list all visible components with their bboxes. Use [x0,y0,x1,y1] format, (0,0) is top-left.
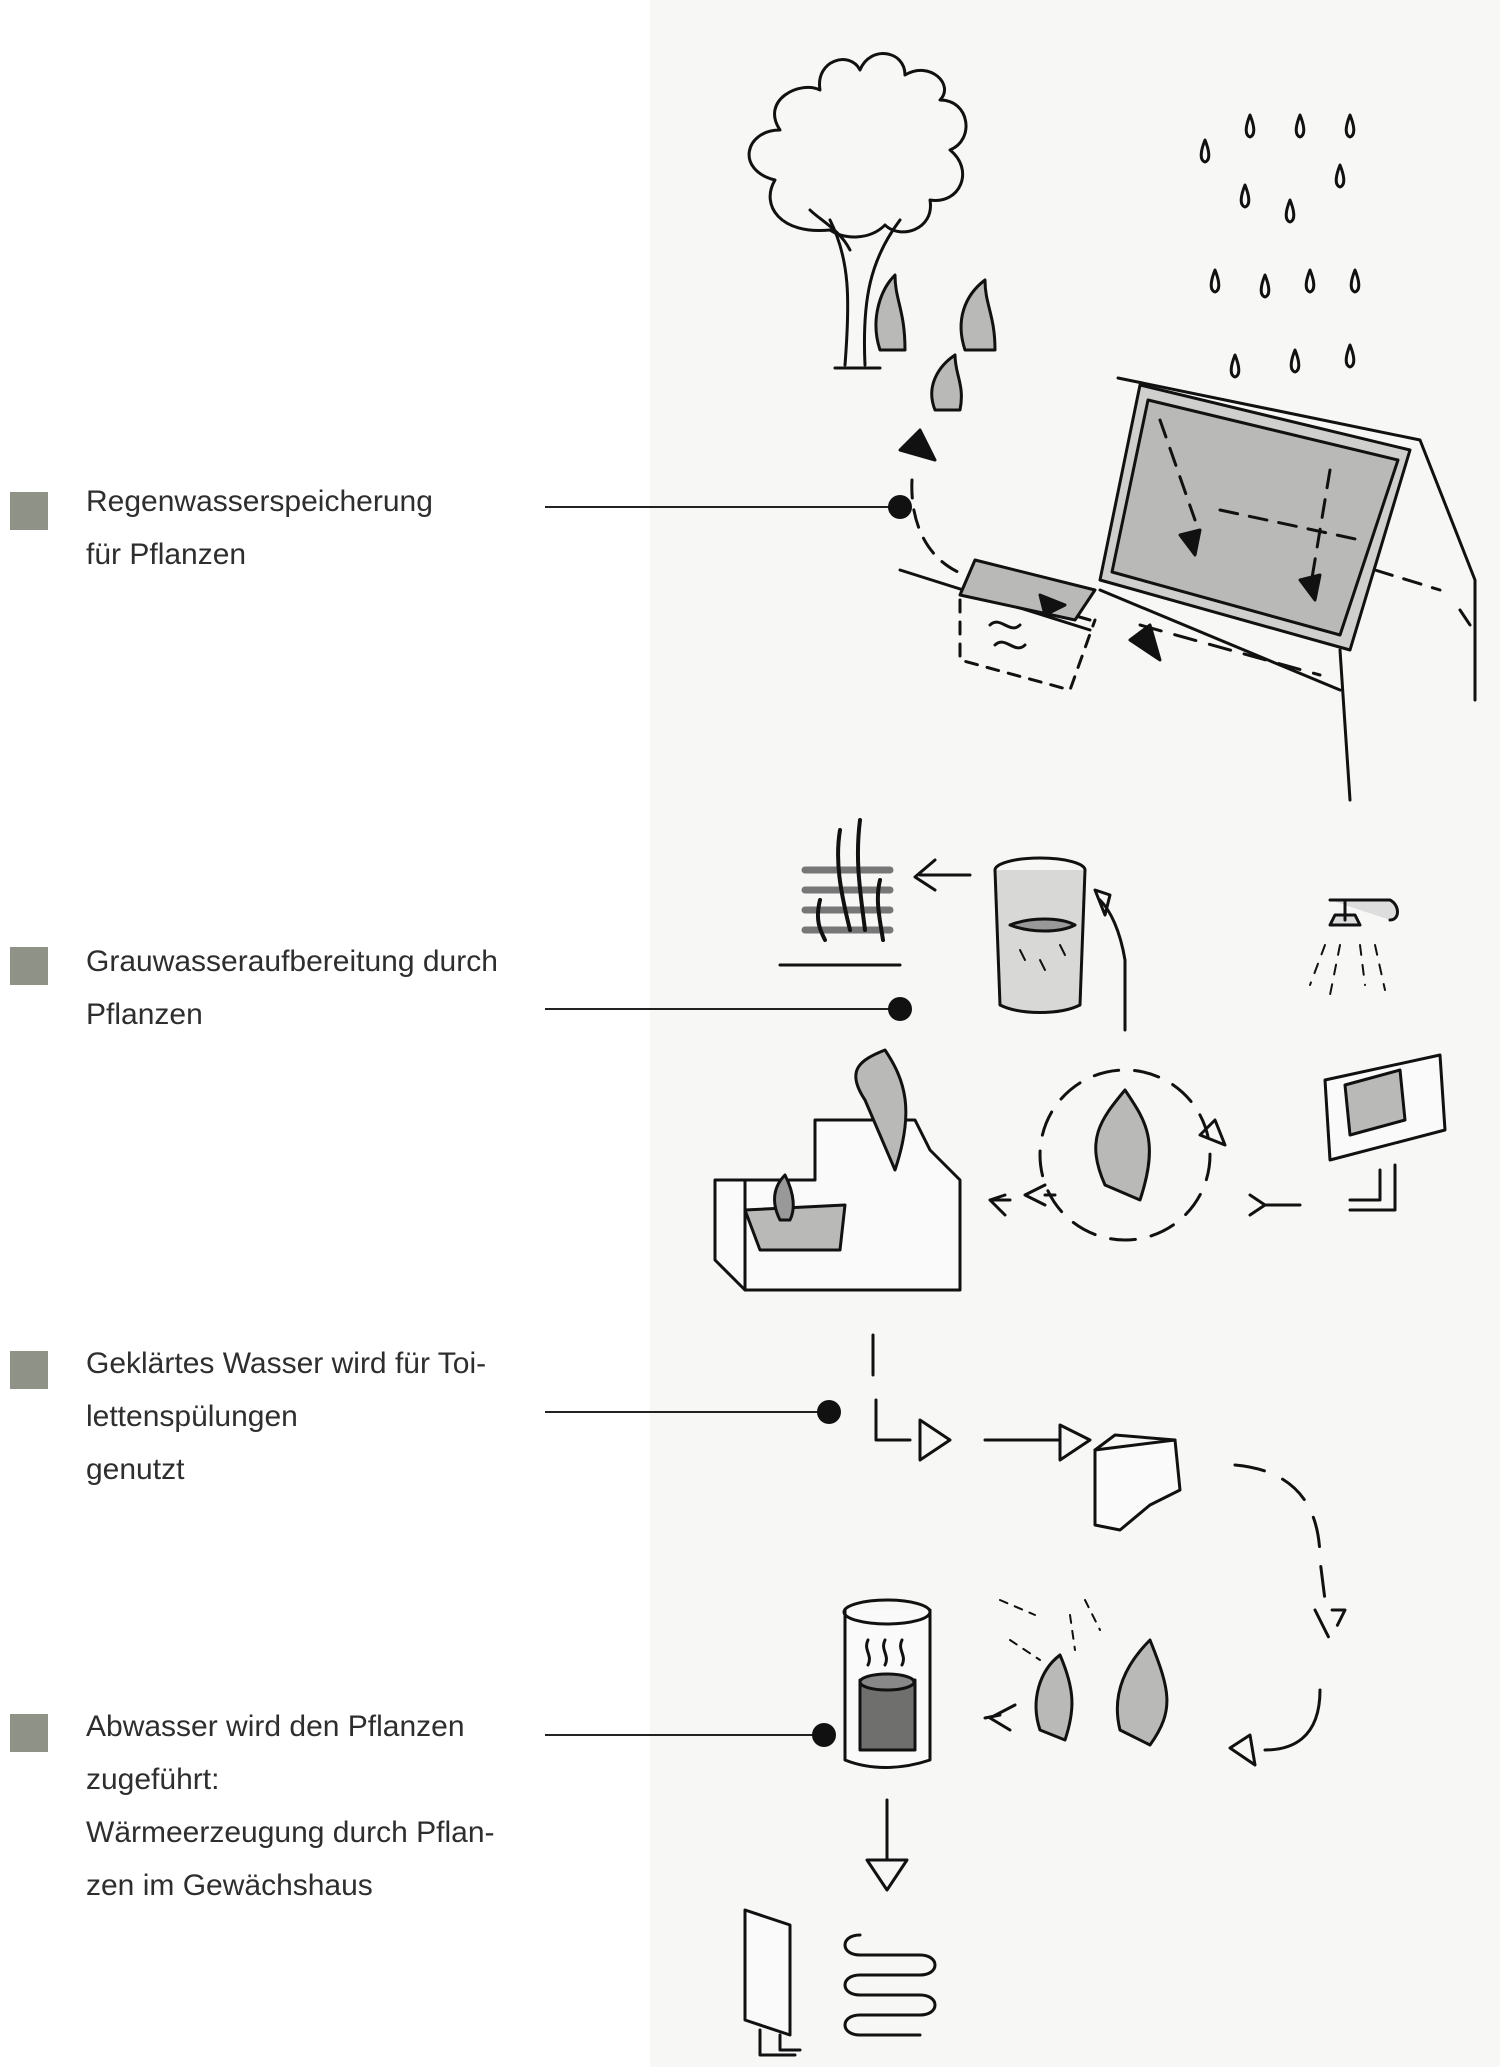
label-text: Regenwasserspeicherung für Pflanzen [86,475,556,581]
reed-bed-icon [778,818,902,967]
label-line: zen im Gewächshaus [86,1869,373,1902]
leader-line-wastewater [545,1734,835,1736]
label-line: Geklärtes Wasser wird für Toi- [86,1347,487,1380]
toilet-flow-icon [871,1333,1092,1462]
plant-bed-icon [713,1048,962,1292]
leader-line-rainwater [545,506,900,508]
arrow [913,858,972,892]
label-line: Wärmeerzeugung durch Pflan- [86,1816,495,1849]
label-text: Abwasser wird den Pflanzen zugeführt: Wä… [86,1700,556,1912]
arrow [983,1703,1017,1732]
sketch-background [650,0,1500,2067]
leader-line-toilet [545,1411,835,1413]
label-line: zugeführt: [86,1763,220,1796]
plant-filter-icon [988,1068,1302,1242]
shower-icon [1309,898,1399,996]
toilet-icon [1093,1433,1182,1532]
arrow [1093,888,1127,1032]
arrow [1228,1688,1322,1767]
rain-icon [1199,113,1361,379]
bullet-square [10,492,48,530]
label-text: Grauwasseraufbereitung durch Pflanzen [86,935,556,1041]
bullet-square [10,1351,48,1389]
label-line: Grauwasseraufbereitung durch [86,945,498,978]
label-line: Abwasser wird den Pflanzen [86,1710,465,1743]
water-glass-icon [993,856,1087,1014]
radiator-icon [743,1908,937,2057]
label-line: Regenwasserspeicherung [86,485,433,518]
rain-tank-icon [898,428,1322,692]
heat-tank-icon [842,1598,932,1769]
leader-dot-greywater [888,997,912,1021]
bullet-square [10,1714,48,1752]
label-line: für Pflanzen [86,538,247,571]
tree-icon [747,52,968,370]
label-line: genutzt [86,1453,185,1486]
leader-dot-toilet [817,1400,841,1424]
plant-icon [874,273,997,412]
leader-dot-rainwater [888,495,912,519]
sink-icon [1323,1053,1447,1212]
down-arrow-icon [865,1798,909,1892]
arrow [1233,1463,1347,1642]
plant-cluster-icon [999,1599,1169,1747]
leader-dot-wastewater [812,1723,836,1747]
roof-icon [1098,376,1477,802]
label-text: Geklärtes Wasser wird für Toi- lettenspü… [86,1337,556,1496]
leader-line-greywater [545,1008,900,1010]
label-line: Pflanzen [86,998,203,1031]
label-line: lettenspülungen [86,1400,298,1433]
bullet-square [10,947,48,985]
